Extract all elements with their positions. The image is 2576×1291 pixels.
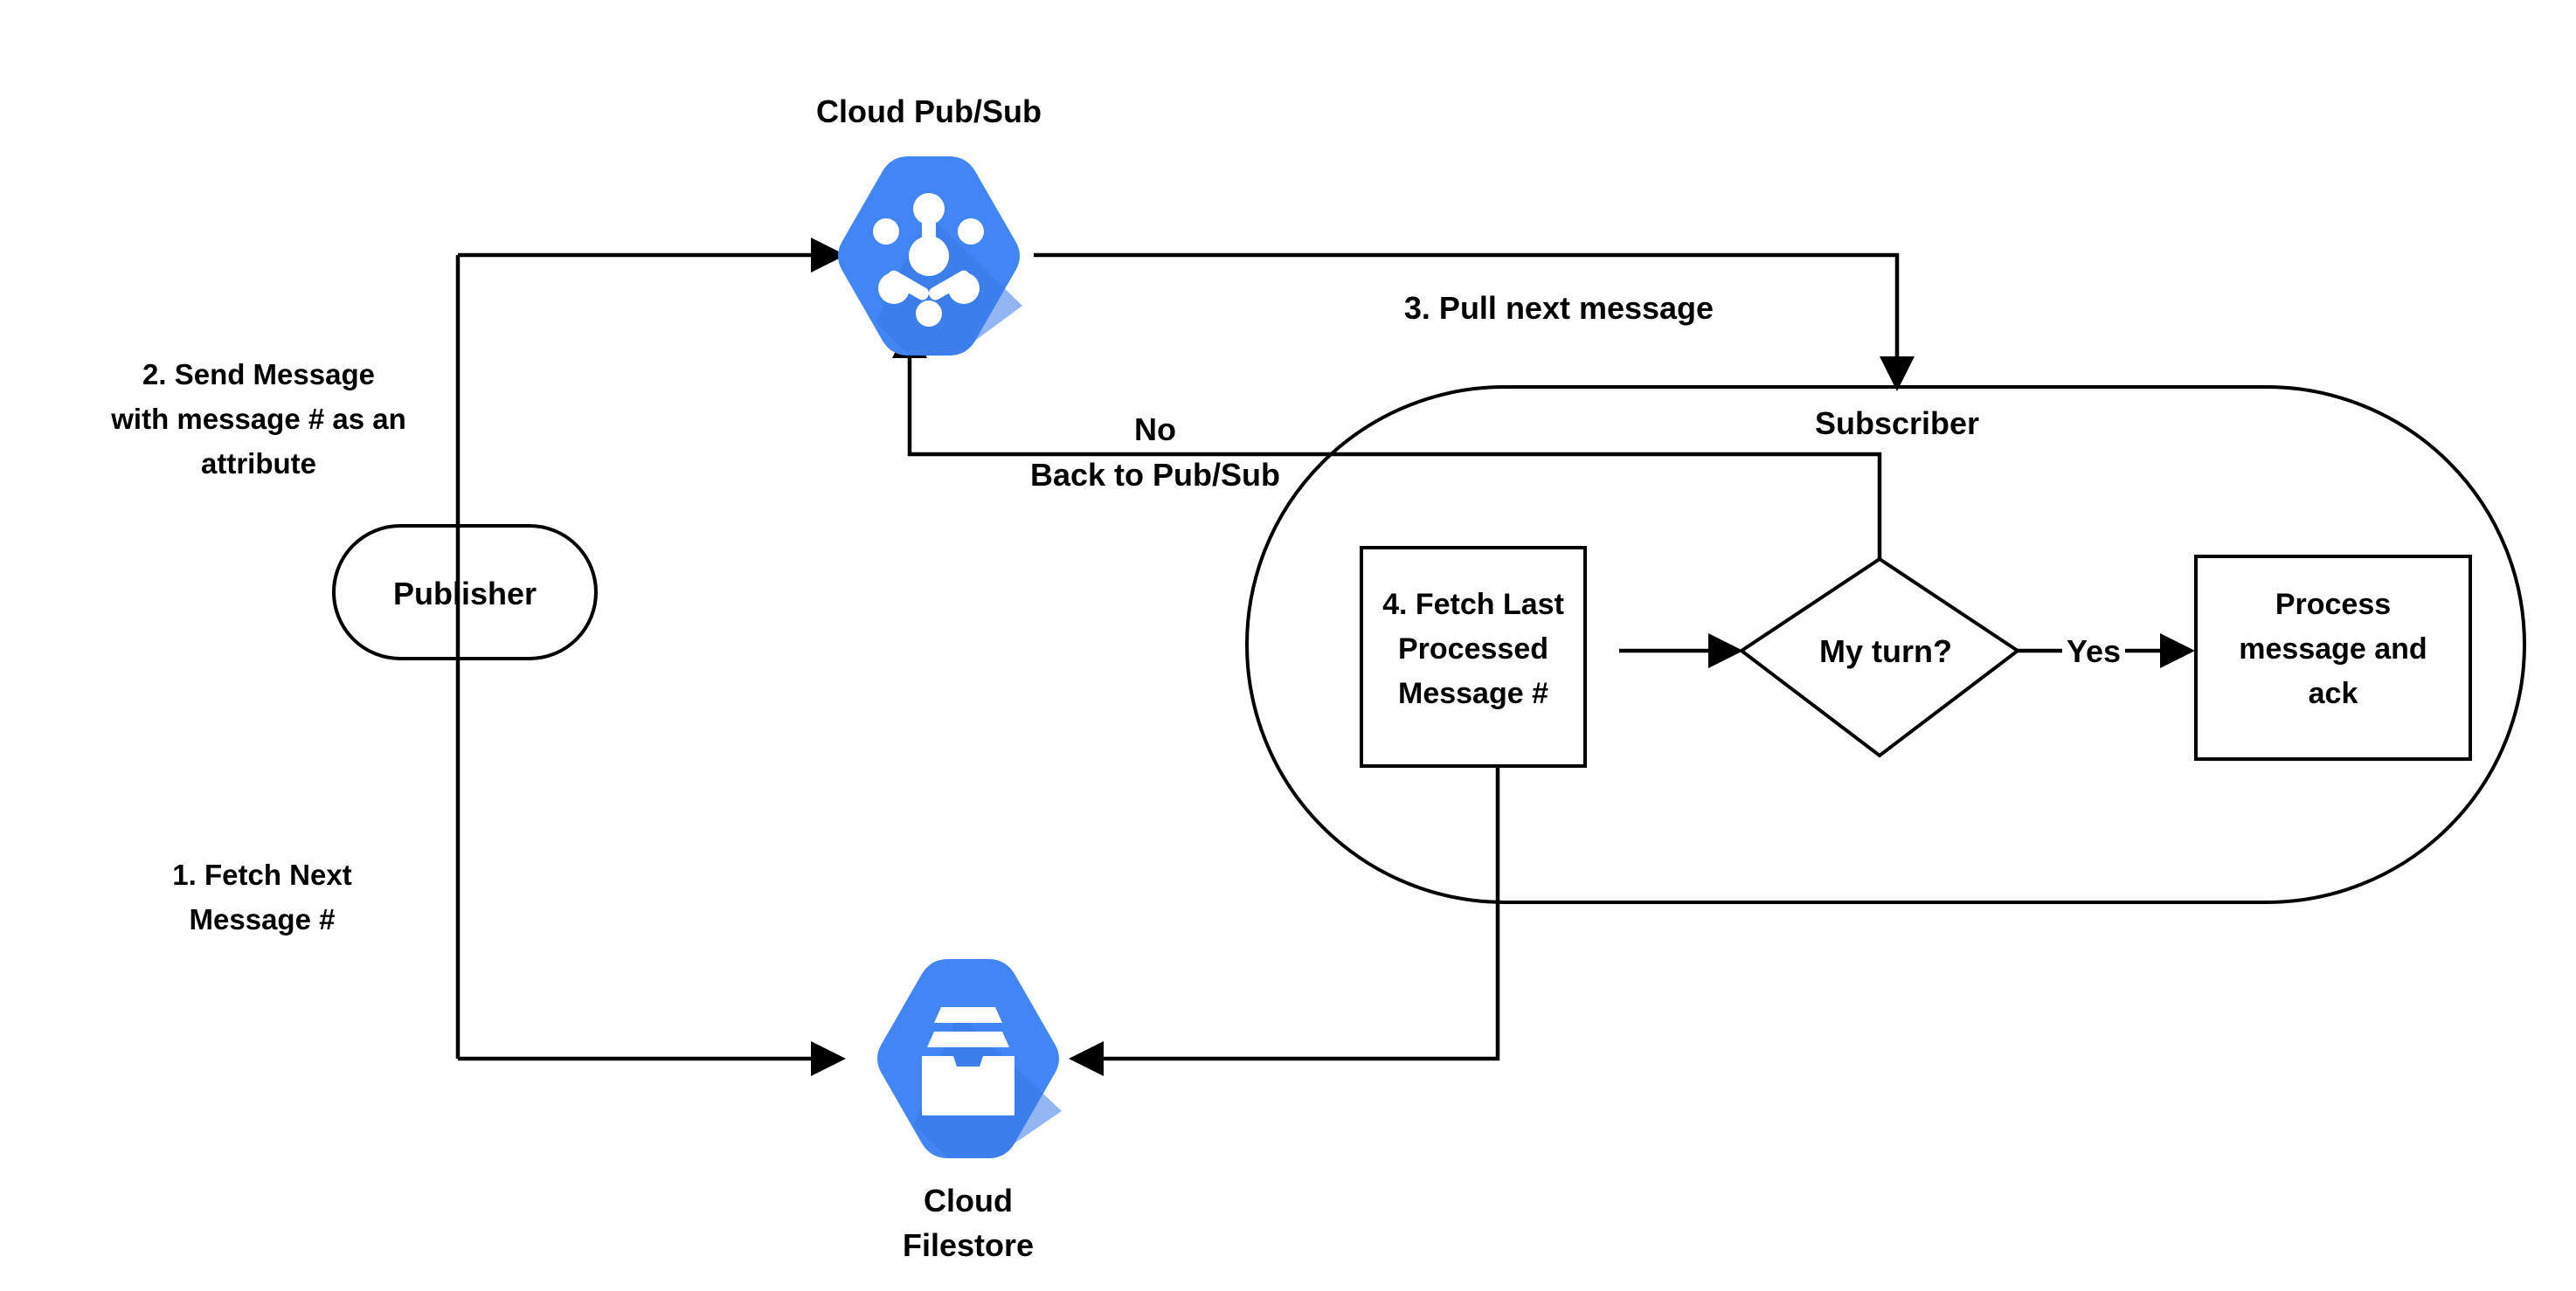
process-line1: Process xyxy=(2275,588,2391,621)
edge-fetch-to-decision xyxy=(1619,633,1743,668)
cloud-pubsub-node[interactable]: Cloud Pub/Sub xyxy=(816,93,1042,356)
arrow-head-to-subscriber xyxy=(1880,356,1915,391)
fetch-last-processed-box[interactable]: 4. Fetch Last Processed Message # xyxy=(1360,546,1587,768)
process-line3: ack xyxy=(2309,677,2358,710)
edge-label-step2: 2. Send Message with message # as an att… xyxy=(110,358,406,480)
fetch-last-line2: Processed xyxy=(1398,632,1548,666)
fetch-last-line3: Message # xyxy=(1398,677,1548,710)
my-turn-decision[interactable]: My turn? xyxy=(1738,556,2021,758)
step1-line2: Message # xyxy=(190,903,336,935)
cloud-filestore-label-line1: Cloud xyxy=(924,1183,1013,1219)
no-branch-line1: No xyxy=(1134,411,1176,447)
edge-label-yes-branch: Yes xyxy=(2067,633,2121,669)
edge-fetch-to-filestore xyxy=(1069,766,1500,1076)
my-turn-label: My turn? xyxy=(1819,633,1952,669)
fetch-last-line1: 4. Fetch Last xyxy=(1382,588,1564,621)
cloud-filestore-node[interactable]: Cloud Filestore xyxy=(877,959,1062,1263)
edge-label-no-branch: No Back to Pub/Sub xyxy=(1030,411,1280,493)
edge-yes-to-process xyxy=(2017,633,2195,668)
edge-fetch-next-message xyxy=(458,1041,846,1076)
arrow-head-to-filestore-right xyxy=(1069,1041,1104,1076)
arrow-head-to-filestore-left xyxy=(811,1041,846,1076)
edge-send-message xyxy=(458,238,846,273)
arrow-head-to-decision xyxy=(1708,633,1743,668)
cloud-filestore-hexagon-icon xyxy=(877,959,1062,1158)
arrow-head-to-process xyxy=(2160,633,2195,668)
step3-label: 3. Pull next message xyxy=(1404,290,1714,326)
process-line2: message and xyxy=(2239,632,2427,666)
subscriber-container[interactable]: Subscriber xyxy=(1245,385,2526,904)
step2-line3: attribute xyxy=(201,447,316,480)
edge-label-step1: 1. Fetch Next Message # xyxy=(172,859,351,935)
cloud-pubsub-label: Cloud Pub/Sub xyxy=(816,93,1042,129)
cloud-pubsub-hexagon-icon xyxy=(838,156,1022,356)
edge-pull-next-message xyxy=(1034,252,1915,391)
arrow-head-to-pubsub xyxy=(811,238,846,273)
step2-line1: 2. Send Message xyxy=(142,358,375,390)
edge-label-step3: 3. Pull next message xyxy=(1404,290,1714,326)
step2-line2: with message # as an xyxy=(110,403,406,435)
step1-line1: 1. Fetch Next xyxy=(172,859,351,891)
process-message-box[interactable]: Process message and ack xyxy=(2194,555,2472,761)
publisher-node[interactable]: Publisher xyxy=(332,524,598,660)
cloud-filestore-label-line2: Filestore xyxy=(903,1227,1034,1263)
edge-no-back-to-pubsub xyxy=(892,323,1882,559)
yes-branch-label: Yes xyxy=(2067,633,2121,669)
subscriber-label: Subscriber xyxy=(1815,405,1979,441)
no-branch-line2: Back to Pub/Sub xyxy=(1030,457,1280,493)
publisher-label: Publisher xyxy=(393,576,537,611)
